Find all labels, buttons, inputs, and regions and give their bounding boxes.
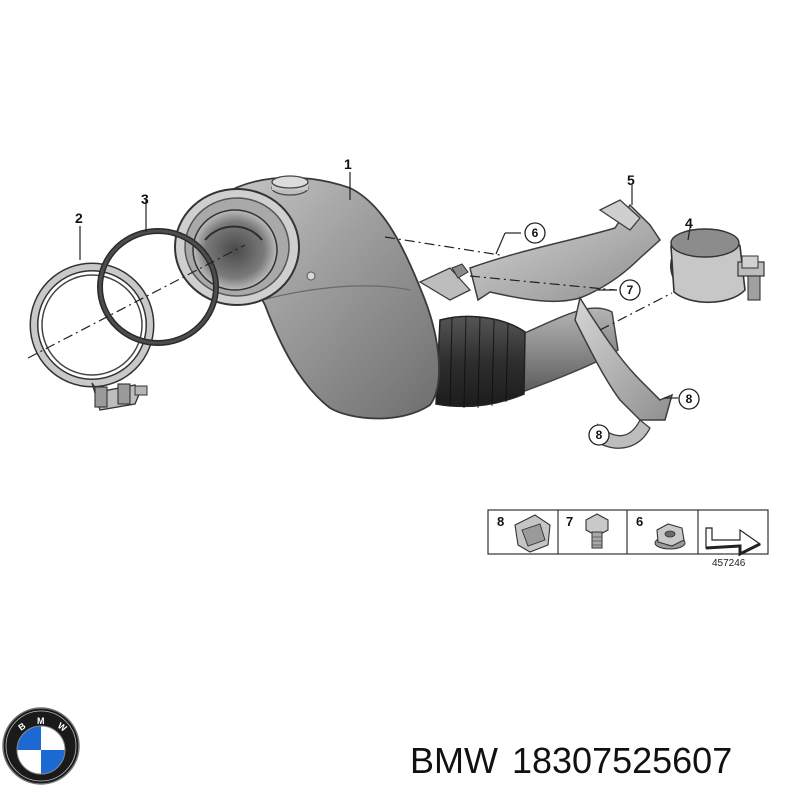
callout-6: 6 — [532, 226, 539, 240]
callout-8-upper: 8 — [686, 392, 693, 406]
body-seam — [261, 285, 411, 301]
flange-nut-icon — [654, 523, 686, 550]
inlet-mouth — [192, 209, 278, 291]
callout-8b-marker: 8 — [588, 424, 610, 446]
bolt-icon — [585, 513, 609, 549]
callout-7-marker: 7 — [619, 279, 641, 301]
callout-2: 2 — [75, 210, 83, 226]
v-band-clamp — [29, 262, 155, 411]
callout-1: 1 — [344, 156, 352, 172]
brand-name: BMW — [410, 740, 498, 781]
bellows-ribs — [449, 315, 509, 409]
mounting-bracket — [418, 199, 674, 449]
diagram-number: 457246 — [712, 558, 746, 569]
svg-text:B: B — [16, 720, 27, 732]
direction-arrow-icon — [705, 527, 762, 557]
catalytic-converter — [174, 175, 619, 420]
callout-4: 4 — [685, 215, 693, 231]
legend-item-7-label: 7 — [566, 514, 573, 529]
callout-7: 7 — [627, 283, 634, 297]
flex-bellows — [435, 315, 526, 408]
callout-8a-marker: 8 — [678, 388, 700, 410]
leader-lines — [79, 172, 691, 399]
callout-6-marker: 6 — [524, 222, 546, 244]
part-number: 18307525607 — [511, 740, 733, 781]
callout-3: 3 — [141, 191, 149, 207]
hardware-legend: 8 7 6 457246 — [487, 509, 769, 569]
outlet-clamp — [670, 228, 765, 304]
alignment-lines — [27, 236, 673, 359]
svg-text:M: M — [37, 716, 45, 726]
legend-item-8-label: 8 — [497, 514, 504, 529]
part-caption: BMW 18307525607 — [410, 738, 790, 784]
bmw-logo: B M W — [2, 707, 80, 785]
callout-8-lower: 8 — [596, 428, 603, 442]
gasket-ring — [97, 228, 219, 346]
clip-nut-icon — [514, 514, 551, 553]
callout-5: 5 — [627, 172, 635, 188]
legend-item-6-label: 6 — [636, 514, 643, 529]
